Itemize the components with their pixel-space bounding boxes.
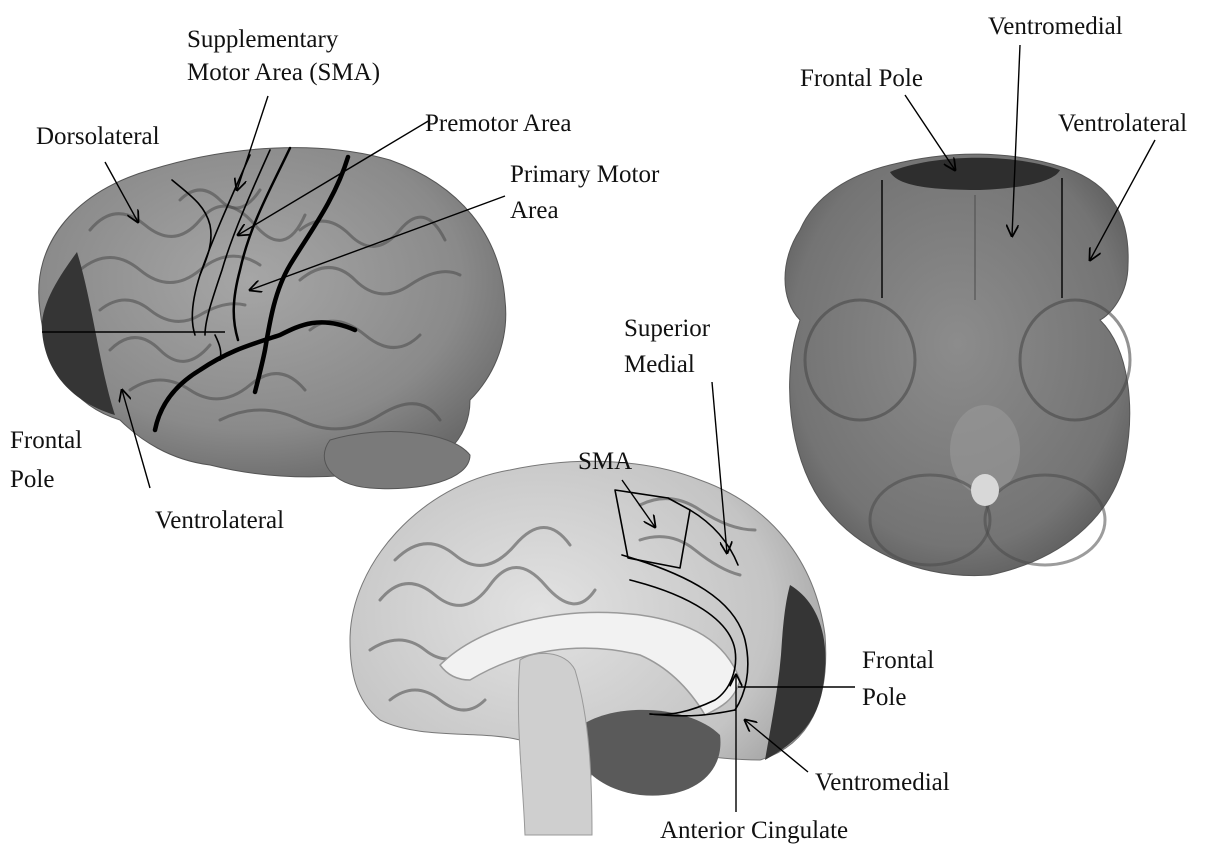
ventral-brain-silhouette (785, 154, 1130, 575)
ventral-brain-view (785, 154, 1130, 575)
lateral-dorsolateral-label: Dorsolateral (36, 123, 160, 150)
medial-sma-label: SMA (578, 448, 632, 475)
lateral-brain-view (39, 148, 506, 489)
medial-superior-medial-label-line2: Medial (624, 351, 695, 378)
medial-anterior-cingulate-label: Anterior Cingulate (660, 817, 848, 844)
lateral-premotor-label: Premotor Area (425, 110, 571, 137)
ventral-frontal-pole-label: Frontal Pole (800, 65, 923, 92)
ventral-ventromedial-label: Ventromedial (988, 13, 1123, 40)
lateral-cerebellum (324, 432, 470, 489)
medial-frontal-pole-label-line2: Pole (862, 684, 906, 711)
lateral-frontal-pole-label-line1: Frontal (10, 427, 82, 454)
lateral-primary-motor-label-line1: Primary Motor (510, 161, 660, 188)
lateral-primary-motor-label-line2: Area (510, 197, 559, 224)
medial-superior-medial-label-line1: Superior (624, 315, 711, 342)
medial-cerebellum (574, 710, 720, 796)
ventral-ventrolateral-label: Ventrolateral (1058, 110, 1187, 137)
lateral-sma-label-line2: Motor Area (SMA) (187, 59, 380, 86)
medial-brain-view (350, 461, 855, 835)
medial-ventromedial-label: Ventromedial (815, 769, 950, 796)
lateral-sma-label-line1: Supplementary (187, 26, 339, 53)
medial-frontal-pole-label-line1: Frontal (862, 647, 934, 674)
lateral-frontal-pole-label-line2: Pole (10, 466, 54, 493)
lateral-ventrolateral-label: Ventrolateral (155, 507, 284, 534)
